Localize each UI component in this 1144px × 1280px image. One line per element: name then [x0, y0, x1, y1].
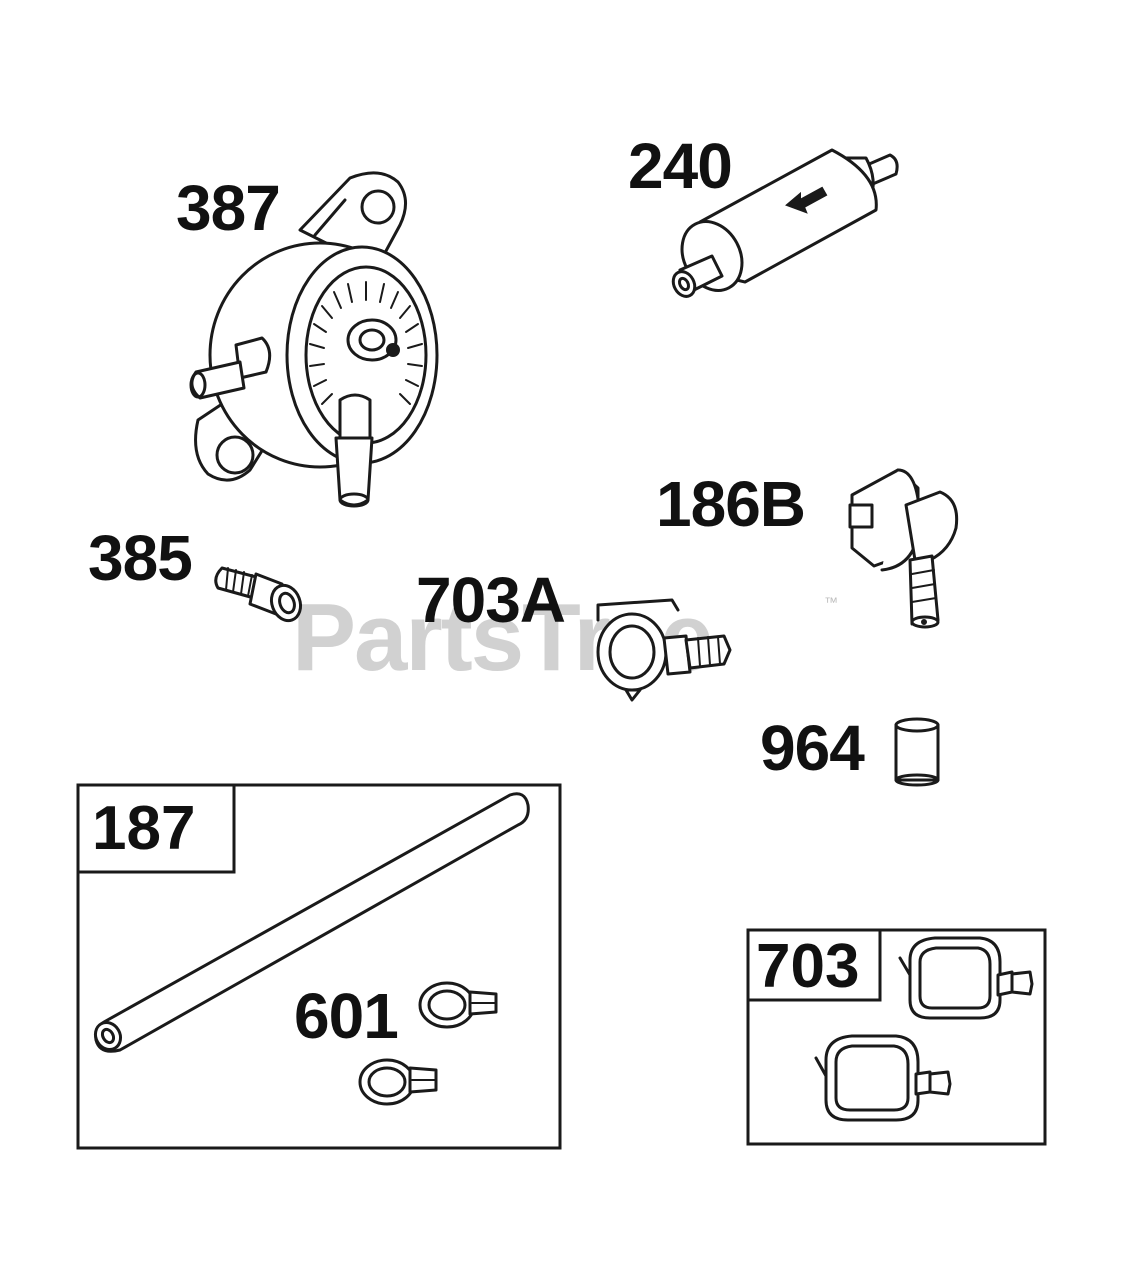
label-240: 240	[628, 130, 733, 202]
fuel-filter-240[interactable]	[669, 148, 899, 301]
label-964: 964	[760, 712, 865, 784]
box-703	[746, 928, 1047, 1146]
label-703A: 703A	[416, 564, 566, 636]
clamp-601-b[interactable]	[358, 1058, 438, 1106]
clamp-703-b[interactable]	[814, 1034, 952, 1122]
box-187	[76, 783, 562, 1150]
label-186B: 186B	[656, 468, 806, 540]
elbow-valve-186B[interactable]	[848, 468, 959, 629]
clamp-703-a[interactable]	[898, 936, 1034, 1020]
fuel-pump-387[interactable]	[189, 171, 439, 508]
label-385: 385	[88, 522, 193, 594]
label-601: 601	[294, 980, 399, 1052]
clamp-clip-703A[interactable]	[596, 598, 732, 702]
watermark-trademark: ™	[824, 594, 838, 610]
box-label-187: 187	[92, 794, 196, 863]
label-387: 387	[176, 172, 281, 244]
box-label-703: 703	[756, 932, 860, 1001]
sleeve-964[interactable]	[894, 717, 940, 787]
fuel-line-187[interactable]	[91, 792, 530, 1054]
fitting-385[interactable]	[214, 566, 306, 625]
clamp-601-a[interactable]	[418, 981, 498, 1029]
